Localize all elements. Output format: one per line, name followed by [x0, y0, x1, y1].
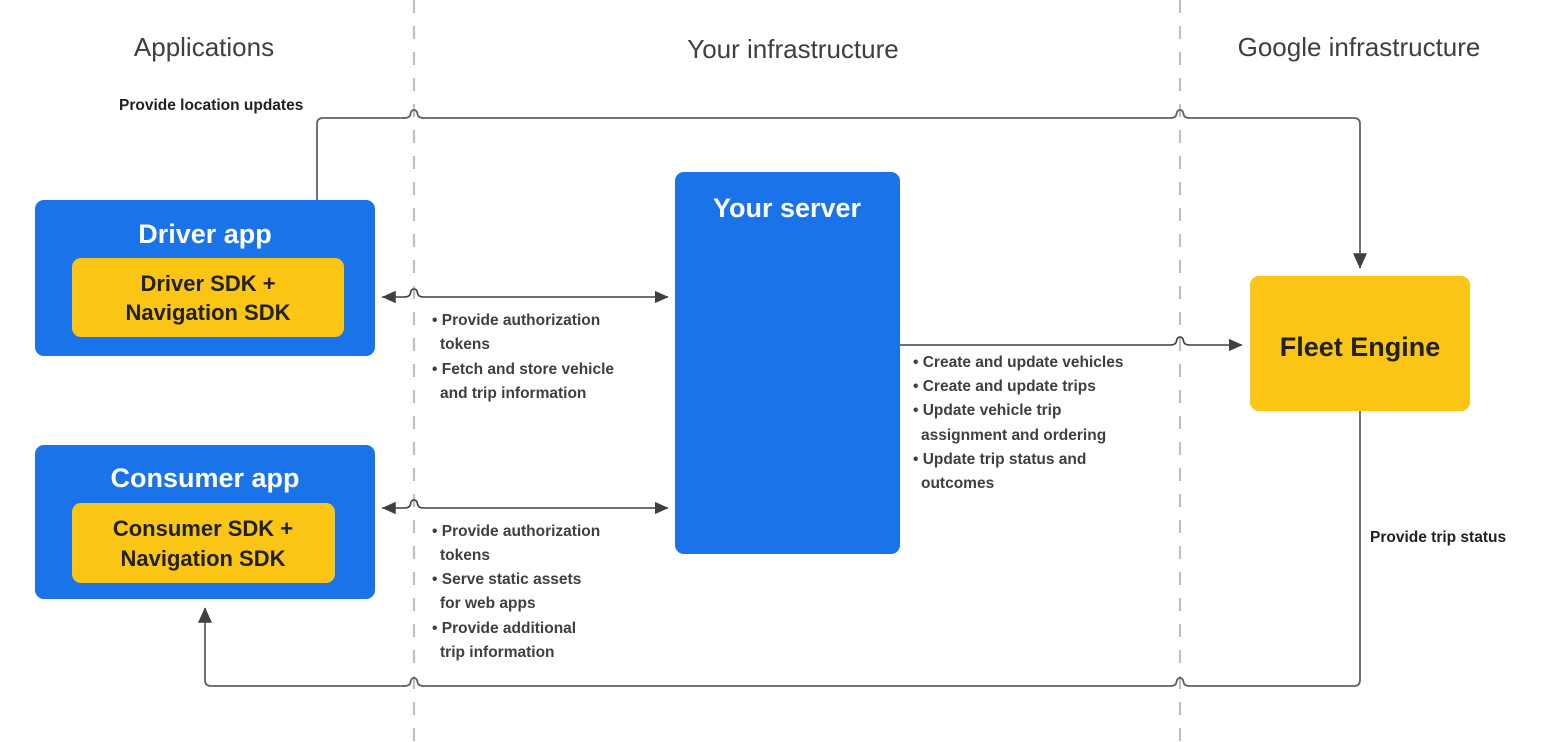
connector-consumer-server-path — [381, 499, 669, 515]
connector-provide-trip-status: Provide trip status — [197, 411, 1506, 687]
zone-header-applications: Applications — [134, 32, 274, 62]
box-consumer-app[interactable]: Consumer app Consumer SDK + Navigation S… — [35, 445, 375, 599]
fleet-engine-rect[interactable] — [1250, 276, 1470, 411]
bullet-list-server-to-fleet: • Create and update vehicles • Create an… — [913, 354, 1123, 492]
box-fleet-engine[interactable]: Fleet Engine — [1250, 276, 1470, 411]
bullet-line: • Fetch and store vehicle — [432, 361, 614, 378]
bullet-line: • Serve static assets — [432, 571, 581, 588]
label-provide-trip-status: Provide trip status — [1370, 529, 1506, 546]
bullet-line: • Provide additional — [432, 620, 576, 637]
bullet-line: • Provide authorization — [432, 312, 600, 329]
bullet-line: outcomes — [921, 475, 994, 492]
zone-dividers — [412, 0, 1182, 742]
bullet-line: • Create and update trips — [913, 378, 1096, 395]
connector-provide-location-updates: Provide location updates — [119, 97, 1368, 269]
driver-sdk-rect[interactable] — [72, 258, 344, 337]
bullet-line: assignment and ordering — [921, 427, 1106, 444]
bullet-line: for web apps — [440, 595, 536, 612]
driver-app-title: Driver app — [138, 219, 272, 249]
consumer-sdk-line1: Consumer SDK + — [113, 516, 293, 541]
bullet-list-consumer-to-server: • Provide authorization tokens • Serve s… — [432, 523, 600, 661]
bullet-list-driver-to-server: • Provide authorization tokens • Fetch a… — [432, 312, 614, 402]
bullet-line: tokens — [440, 547, 490, 564]
your-server-rect[interactable] — [675, 172, 900, 554]
zone-header-google-infrastructure: Google infrastructure — [1238, 32, 1481, 62]
box-your-server[interactable]: Your server — [675, 172, 900, 554]
connector-location-updates-path — [316, 109, 1368, 269]
fleet-engine-title: Fleet Engine — [1280, 332, 1441, 362]
consumer-sdk-line2: Navigation SDK — [120, 546, 285, 571]
connector-trip-status-path — [197, 411, 1361, 687]
bullet-line: • Provide authorization — [432, 523, 600, 540]
label-provide-location-updates: Provide location updates — [119, 97, 303, 114]
consumer-sdk-rect[interactable] — [72, 503, 335, 583]
connector-driver-to-server — [381, 288, 669, 304]
consumer-app-title: Consumer app — [110, 463, 299, 493]
box-driver-app[interactable]: Driver app Driver SDK + Navigation SDK — [35, 200, 375, 356]
your-server-title: Your server — [713, 193, 862, 223]
connector-server-to-fleet — [900, 336, 1243, 352]
connector-driver-server-path — [381, 288, 669, 304]
connector-consumer-to-server — [381, 499, 669, 515]
bullet-line: • Update trip status and — [913, 451, 1086, 468]
bullet-line: • Update vehicle trip — [913, 402, 1061, 419]
bullet-line: and trip information — [440, 385, 586, 402]
connector-server-fleet-path — [900, 336, 1243, 352]
driver-sdk-line2: Navigation SDK — [125, 300, 290, 325]
zone-headers: Applications Your infrastructure Google … — [134, 32, 1481, 64]
zone-header-your-infrastructure: Your infrastructure — [687, 34, 898, 64]
bullet-line: trip information — [440, 644, 555, 661]
driver-sdk-line1: Driver SDK + — [140, 271, 275, 296]
bullet-line: • Create and update vehicles — [913, 354, 1123, 371]
bullet-line: tokens — [440, 336, 490, 353]
